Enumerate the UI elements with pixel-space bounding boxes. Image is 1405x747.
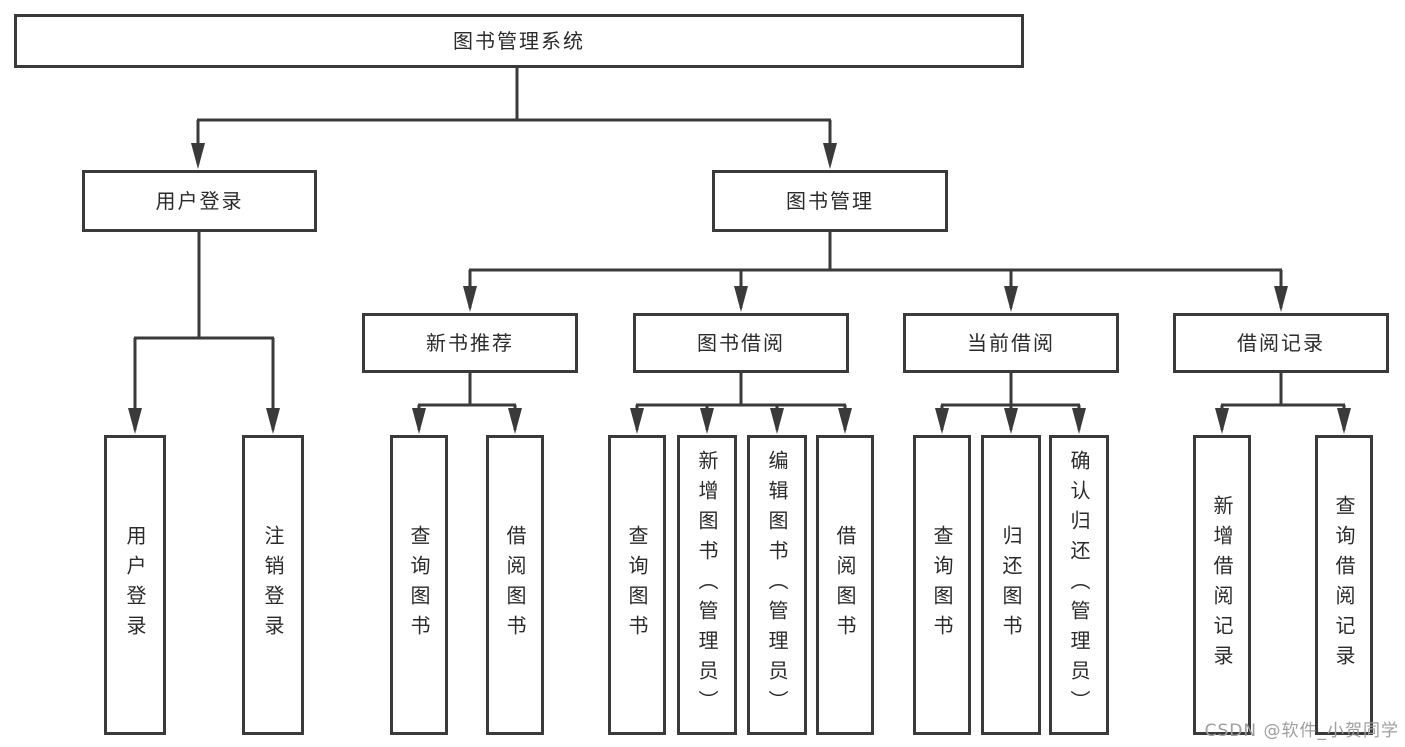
leaf-borrow-books-recommend: 借阅图书 — [486, 435, 544, 735]
leaf-query-books-recommend: 查询图书 — [390, 435, 448, 735]
leaf-add-borrow-record: 新增借阅记录 — [1193, 435, 1251, 735]
leaf-confirm-return-admin: 确认归还（管理员） — [1049, 435, 1109, 735]
node-user-login: 用户登录 — [82, 170, 317, 232]
leaf-user-login: 用户登录 — [104, 435, 166, 735]
leaf-logout: 注销登录 — [242, 435, 304, 735]
leaf-borrow-books-borrowing: 借阅图书 — [816, 435, 874, 735]
leaf-query-books-borrowing: 查询图书 — [608, 435, 666, 735]
node-current-borrowing: 当前借阅 — [903, 313, 1119, 373]
watermark: CSDN @软件_小贺同学 — [1204, 721, 1399, 741]
node-new-book-recommendation: 新书推荐 — [362, 313, 578, 373]
node-book-management: 图书管理 — [712, 170, 948, 232]
node-library-management-system: 图书管理系统 — [14, 14, 1024, 68]
leaf-return-books: 归还图书 — [981, 435, 1041, 735]
leaf-add-book-admin: 新增图书（管理员） — [677, 435, 737, 735]
node-book-borrowing: 图书借阅 — [633, 313, 849, 373]
node-borrowing-records: 借阅记录 — [1173, 313, 1389, 373]
leaf-edit-book-admin: 编辑图书（管理员） — [747, 435, 807, 735]
leaf-query-borrow-record: 查询借阅记录 — [1315, 435, 1373, 735]
leaf-query-books-current: 查询图书 — [913, 435, 971, 735]
